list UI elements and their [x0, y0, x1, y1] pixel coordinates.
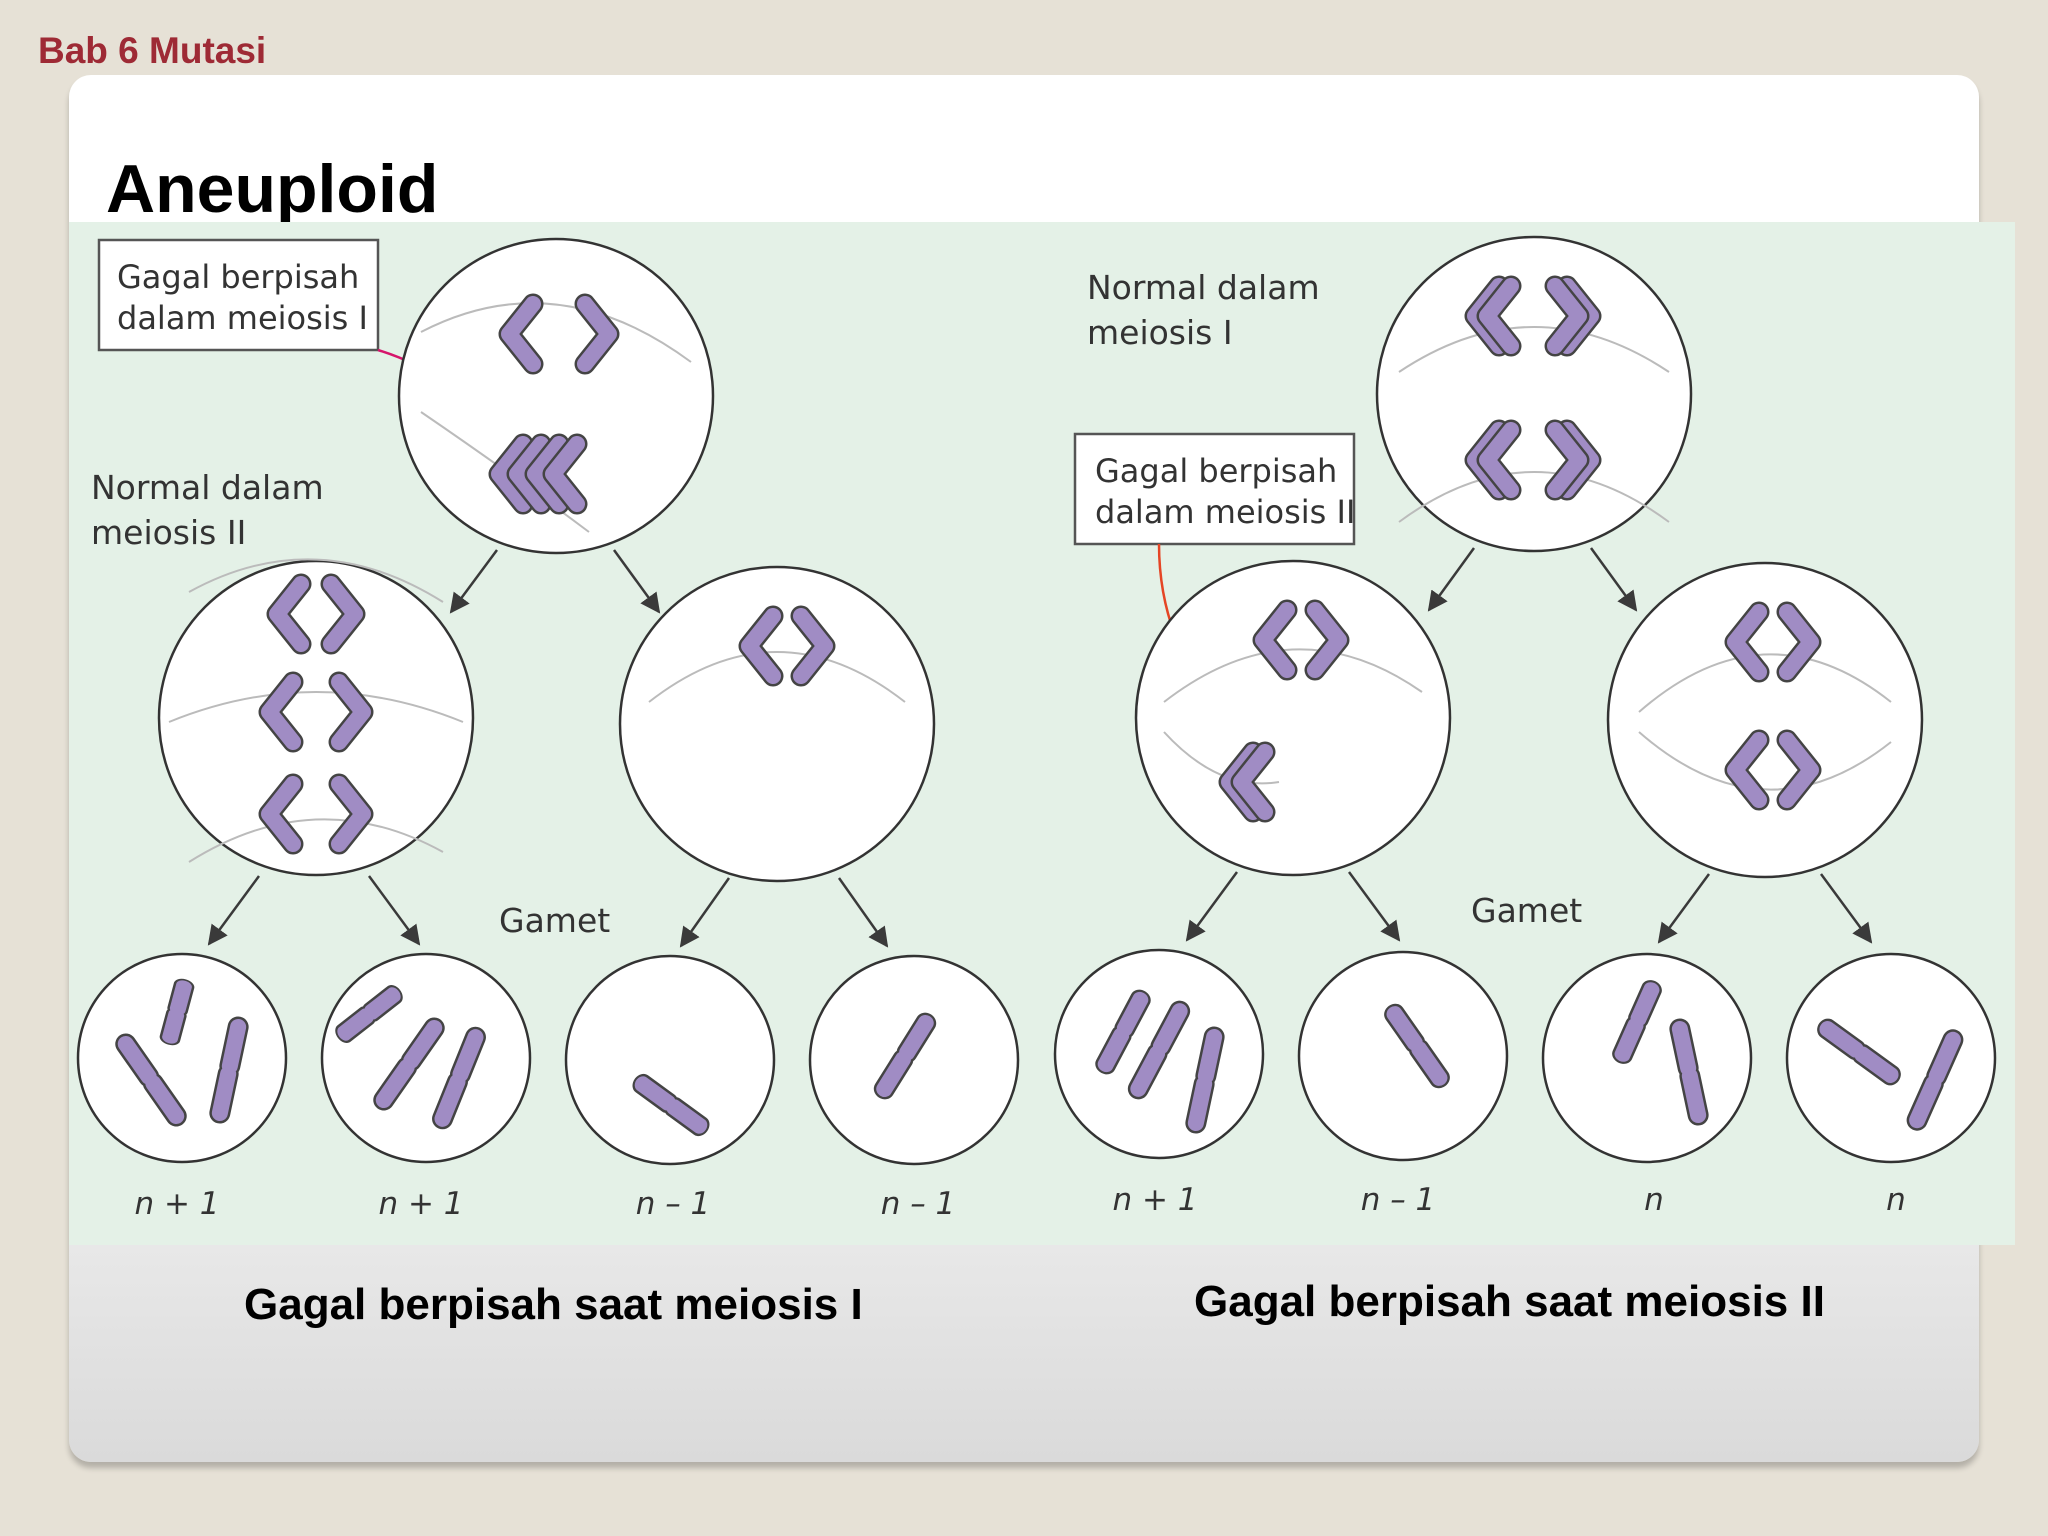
left-gamet-label: Gamet	[499, 901, 610, 940]
left-cell-b	[618, 565, 936, 883]
left-callout-line1: Gagal berpisah	[117, 258, 359, 296]
right-normal-line1: Normal dalam	[1087, 268, 1320, 307]
chapter-label: Bab 6 Mutasi	[38, 30, 267, 71]
right-gamete-3	[1541, 952, 1753, 1164]
left-gamete-label-4: n – 1	[881, 1186, 956, 1222]
left-arrow-a-to-g2	[367, 875, 421, 946]
right-gamete-label-2: n – 1	[1361, 1182, 1436, 1218]
left-arrow-parent-to-a	[449, 549, 499, 614]
right-gamet-label: Gamet	[1471, 891, 1582, 930]
caption-meiosis-2: Gagal berpisah saat meiosis II	[1194, 1277, 1825, 1326]
right-arrow-parent-to-a	[1427, 547, 1476, 612]
right-cell-a	[1134, 559, 1452, 877]
caption-meiosis-1: Gagal berpisah saat meiosis I	[244, 1280, 863, 1329]
right-callout-box: Gagal berpisah dalam meiosis II	[1073, 432, 1355, 546]
right-arrow-parent-to-b	[1589, 547, 1638, 612]
right-callout-line1: Gagal berpisah	[1095, 452, 1337, 490]
left-callout-box: Gagal berpisah dalam meiosis I	[97, 238, 380, 352]
right-gamete-1	[1053, 948, 1265, 1160]
left-gamete-label-2: n + 1	[378, 1186, 463, 1222]
right-gamete-label-4: n	[1886, 1182, 1906, 1218]
left-cell-a	[157, 558, 475, 877]
left-gamete-label-1: n + 1	[134, 1186, 219, 1222]
left-arrow-a-to-g1	[207, 875, 261, 946]
right-callout-line2: dalam meiosis II	[1095, 493, 1355, 531]
right-normal-line2: meiosis I	[1087, 313, 1233, 352]
left-callout-line2: dalam meiosis I	[117, 299, 368, 337]
left-gamete-3	[564, 954, 776, 1166]
left-gamete-label-3: n – 1	[636, 1186, 711, 1222]
left-normal-line2: meiosis II	[91, 513, 246, 552]
nondisjunction-diagram: Gagal berpisah dalam meiosis I Normal da…	[69, 222, 2015, 1245]
right-arrow-a-to-g2	[1347, 871, 1401, 942]
right-gamete-2	[1297, 950, 1509, 1162]
left-gamete-4	[808, 954, 1020, 1166]
left-gamete-1	[76, 952, 288, 1164]
left-gamete-2	[320, 952, 532, 1164]
right-arrow-a-to-g1	[1185, 871, 1239, 942]
right-arrow-b-to-g3	[1657, 873, 1711, 944]
right-parent-cell	[1375, 235, 1693, 553]
left-arrow-b-to-g3	[679, 877, 731, 948]
left-normal-line1: Normal dalam	[91, 468, 324, 507]
right-gamete-label-3: n	[1644, 1182, 1664, 1218]
left-parent-cell	[397, 237, 715, 555]
right-gamete-4	[1785, 952, 1997, 1164]
right-gamete-label-1: n + 1	[1112, 1182, 1197, 1218]
right-cell-b	[1606, 561, 1924, 879]
right-arrow-b-to-g4	[1819, 873, 1873, 944]
slide-title: Aneuploid	[106, 151, 439, 227]
left-arrow-parent-to-b	[612, 549, 661, 614]
left-arrow-b-to-g4	[837, 877, 889, 948]
